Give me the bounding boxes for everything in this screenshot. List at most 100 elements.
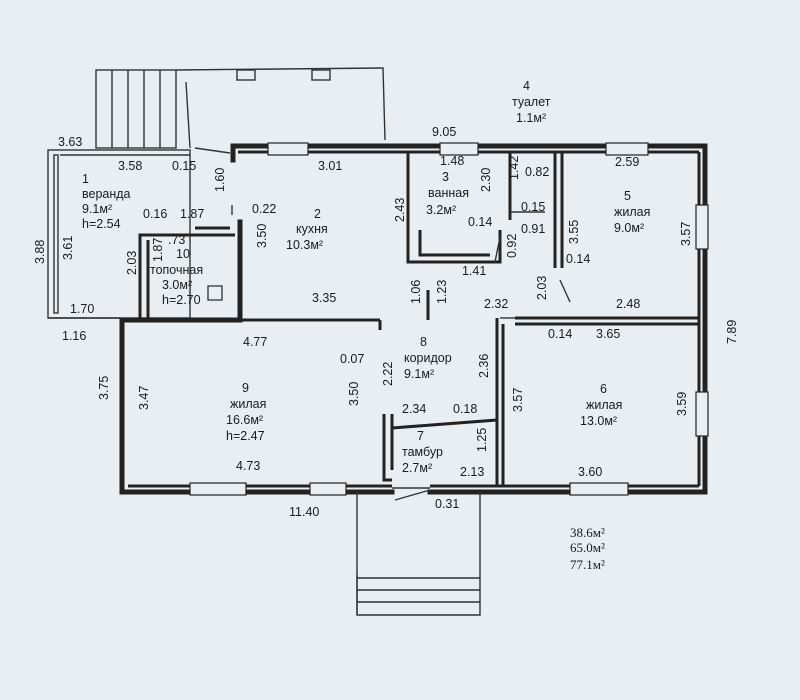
dim-label: 2.32 [484,297,508,311]
room-area: 9.1м² [404,367,434,381]
dim-label: 0.15 [172,159,196,173]
room-area: 10.3м² [286,238,323,252]
dim-label: 3.65 [596,327,620,341]
room-height: h=2.70 [162,293,201,307]
dim-label: 1.87 [180,207,204,221]
dim-label: 0.07 [340,352,364,366]
dim-label: 0.22 [252,202,276,216]
dim-label: 1.42 [507,156,521,180]
dim-label: 3.01 [318,159,342,173]
dim-label: 0.82 [525,165,549,179]
room-name: жилая [614,205,650,219]
dim-label: 0.16 [143,207,167,221]
dim-label: 9.05 [432,125,456,139]
dim-label: 0.31 [435,497,459,511]
front-steps [356,492,481,616]
dim-label: 0.14 [566,252,590,266]
dim-label: 2.36 [477,354,491,378]
dim-label: 1.48 [440,154,464,168]
room-number: 10 [176,247,190,261]
dim-label: 1.70 [70,302,94,316]
dim-label: 2.03 [535,276,549,300]
room-4-label: 4 туалет 1.1м² [512,79,551,125]
area-totals: 38.6м² 65.0м² 77.1м² [570,525,605,572]
dim-label: 3.61 [61,236,75,260]
dim-label: 2.13 [460,465,484,479]
dim-label: 0.14 [468,215,492,229]
dim-label: 1.25 [475,428,489,452]
room-7-label: 7 тамбур 2.7м² [402,429,443,475]
dim-label: 1.60 [213,168,227,192]
room-name: ванная [428,186,469,200]
dim-label: 3.59 [675,392,689,416]
room-name: веранда [82,187,131,201]
dim-label: 0.14 [548,327,572,341]
room-6-label: 6 жилая 13.0м² [580,382,622,428]
room-10-label: 10 топочная 3.0м² h=2.70 [150,247,203,307]
room-number: 6 [600,382,607,396]
room-1-label: 1 веранда 9.1м² h=2.54 [82,172,131,231]
dim-label: 1.23 [435,280,449,304]
room-name: топочная [150,263,203,277]
room-9-label: 9 жилая 16.6м² h=2.47 [226,381,266,443]
dim-label: 3.57 [679,222,693,246]
dim-label: 4.77 [243,335,267,349]
dim-label: 3.57 [511,388,525,412]
dim-label: 3.75 [97,376,111,400]
dim-label: 0.15 [521,200,545,214]
door-swings [194,147,571,501]
dim-label: 4.73 [236,459,260,473]
room-number: 7 [417,429,424,443]
room-name: кухня [296,222,328,236]
dim-label: 1.16 [62,329,86,343]
windows [189,142,709,496]
room-5-label: 5 жилая 9.0м² [614,189,650,235]
dim-label: 0.91 [521,222,545,236]
room-8-label: 8 коридор 9.1м² [404,335,452,381]
dim-label: 2.43 [393,198,407,222]
room-area: 2.7м² [402,461,432,475]
room-name: жилая [230,397,266,411]
room-number: 4 [523,79,530,93]
room-area: 3.0м² [162,278,192,292]
dim-label: 3.63 [58,135,82,149]
dimension-labels: 3.63 3.58 0.15 3.01 9.05 1.48 0.82 2.59 … [58,125,640,519]
vertical-dimension-labels: 1.60 2.30 1.42 2.43 3.88 3.61 1.87 3.50 … [33,156,739,452]
rear-stairs [95,67,386,149]
interior-walls [138,152,699,486]
dim-label: 3.58 [118,159,142,173]
dim-label: 3.55 [567,220,581,244]
room-number: 9 [242,381,249,395]
room-area: 1.1м² [516,111,546,125]
room-number: 5 [624,189,631,203]
dim-label: 3.50 [255,224,269,248]
room-number: 3 [442,170,449,184]
room-name: жилая [586,398,622,412]
dim-label: 11.40 [289,505,319,519]
room-area: 3.2м² [426,203,456,217]
room-name: туалет [512,95,551,109]
dim-label: 3.50 [347,382,361,406]
dim-label: 1.41 [462,264,486,278]
dim-label: 3.88 [33,240,47,264]
dim-label: 1.87 [151,238,165,262]
dim-label: 2.30 [479,168,493,192]
room-3-label: 3 ванная 3.2м² [426,170,469,217]
dim-label: 1.06 [409,280,423,304]
living-area-total: 38.6м² [570,525,605,540]
useful-area-total: 65.0м² [570,540,605,555]
dim-label: 3.35 [312,291,336,305]
room-height: h=2.47 [226,429,265,443]
dim-label: 7.89 [725,320,739,344]
dim-label: 2.59 [615,155,639,169]
dim-label: 2.48 [616,297,640,311]
room-area: 9.0м² [614,221,644,235]
room-number: 2 [314,207,321,221]
dim-label: 0.92 [505,234,519,258]
room-height: h=2.54 [82,217,121,231]
room-area: 16.6м² [226,413,263,427]
dim-label: 2.03 [125,251,139,275]
dim-label: 3.47 [137,386,151,410]
room-number: 8 [420,335,427,349]
